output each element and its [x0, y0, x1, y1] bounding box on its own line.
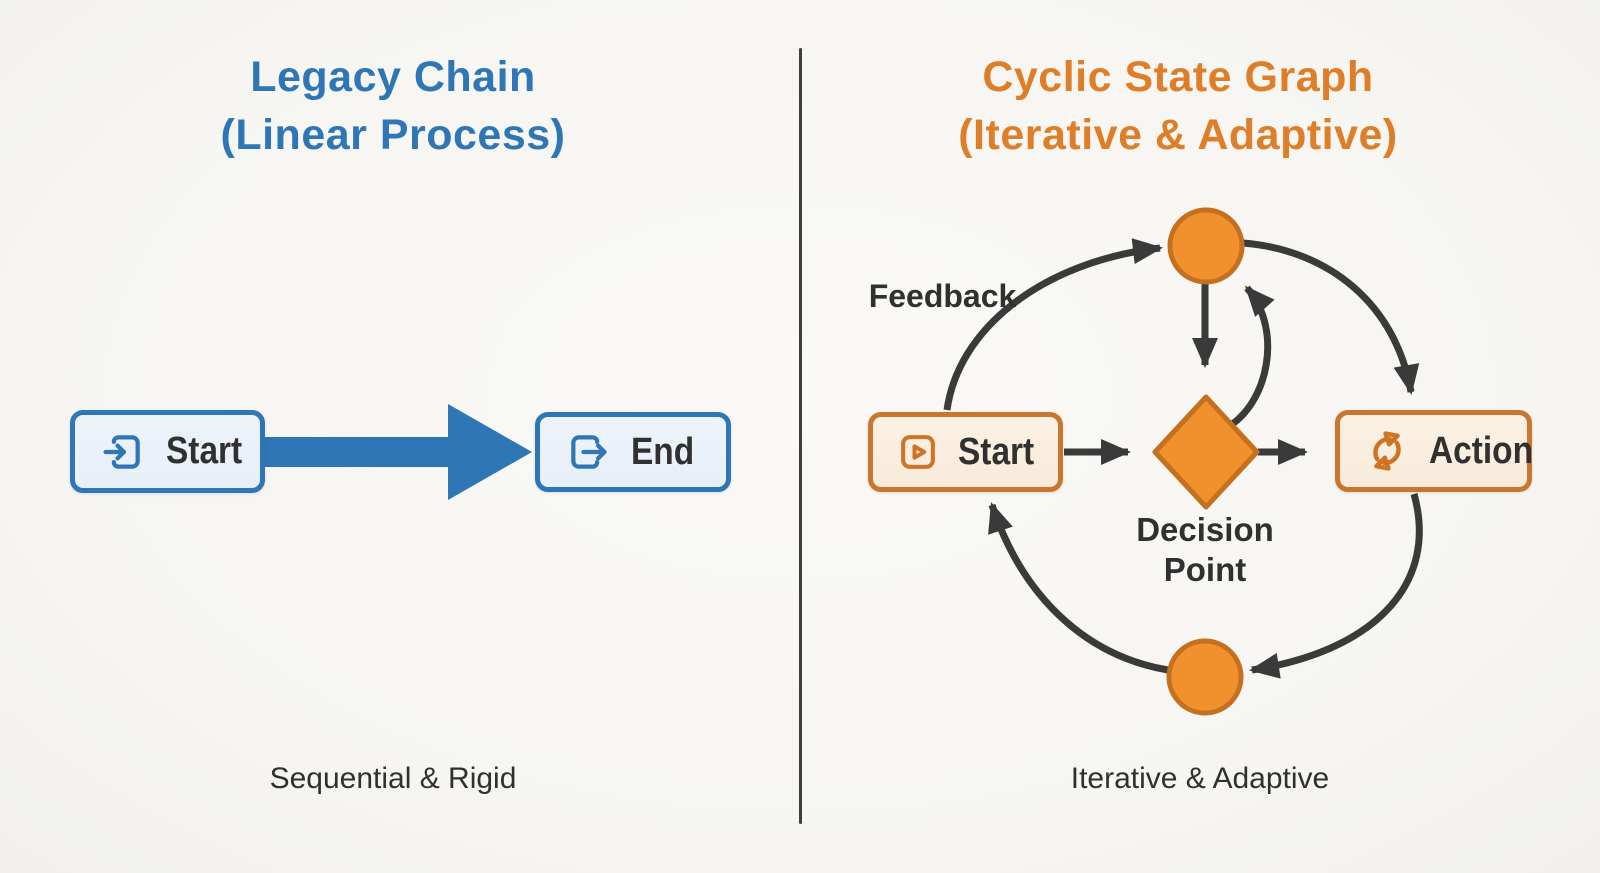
edge-action-to-bottom-node — [1249, 493, 1423, 679]
node-label: End — [631, 430, 695, 473]
left-panel-title: Legacy Chain (Linear Process) — [113, 48, 673, 164]
decision-diamond — [1152, 394, 1260, 510]
node-label: Start — [166, 430, 243, 472]
node-end-linear: End — [535, 412, 731, 492]
node-start-cyclic: Start — [868, 412, 1063, 492]
panel-divider — [799, 48, 802, 824]
node-label: Start — [958, 430, 1035, 473]
right-panel-title: Cyclic State Graph (Iterative & Adaptive… — [898, 48, 1458, 164]
feedback-node-circle — [1167, 207, 1245, 285]
decision-point-label: Decision Point — [1080, 510, 1330, 590]
edge-start-to-feedback-node — [943, 238, 1163, 411]
edge-bottom-node-to-start — [988, 502, 1169, 674]
linear-arrow — [263, 404, 532, 500]
left-title-line2: (Linear Process) — [220, 111, 566, 159]
right-title-line2: (Iterative & Adaptive) — [958, 111, 1398, 159]
edge-decision-to-feedback-node — [1224, 285, 1275, 432]
right-caption: Iterative & Adaptive — [1070, 762, 1330, 795]
refresh-icon — [1373, 431, 1401, 471]
left-caption: Sequential & Rigid — [269, 762, 517, 795]
left-title-line1: Legacy Chain — [250, 53, 536, 101]
node-label: Action — [1429, 429, 1534, 472]
login-icon — [103, 434, 140, 469]
right-title-line1: Cyclic State Graph — [982, 53, 1374, 101]
decision-label-line1: Decision — [1136, 511, 1274, 548]
play-icon — [901, 435, 935, 469]
node-action-cyclic: Action — [1335, 410, 1534, 492]
bottom-node-circle — [1166, 638, 1244, 716]
feedback-edge-label: Feedback — [868, 278, 1017, 314]
edge-feedback-node-to-action — [1242, 239, 1420, 395]
node-start-linear: Start — [70, 410, 265, 493]
logout-icon — [571, 435, 607, 469]
decision-label-line2: Point — [1163, 551, 1247, 588]
